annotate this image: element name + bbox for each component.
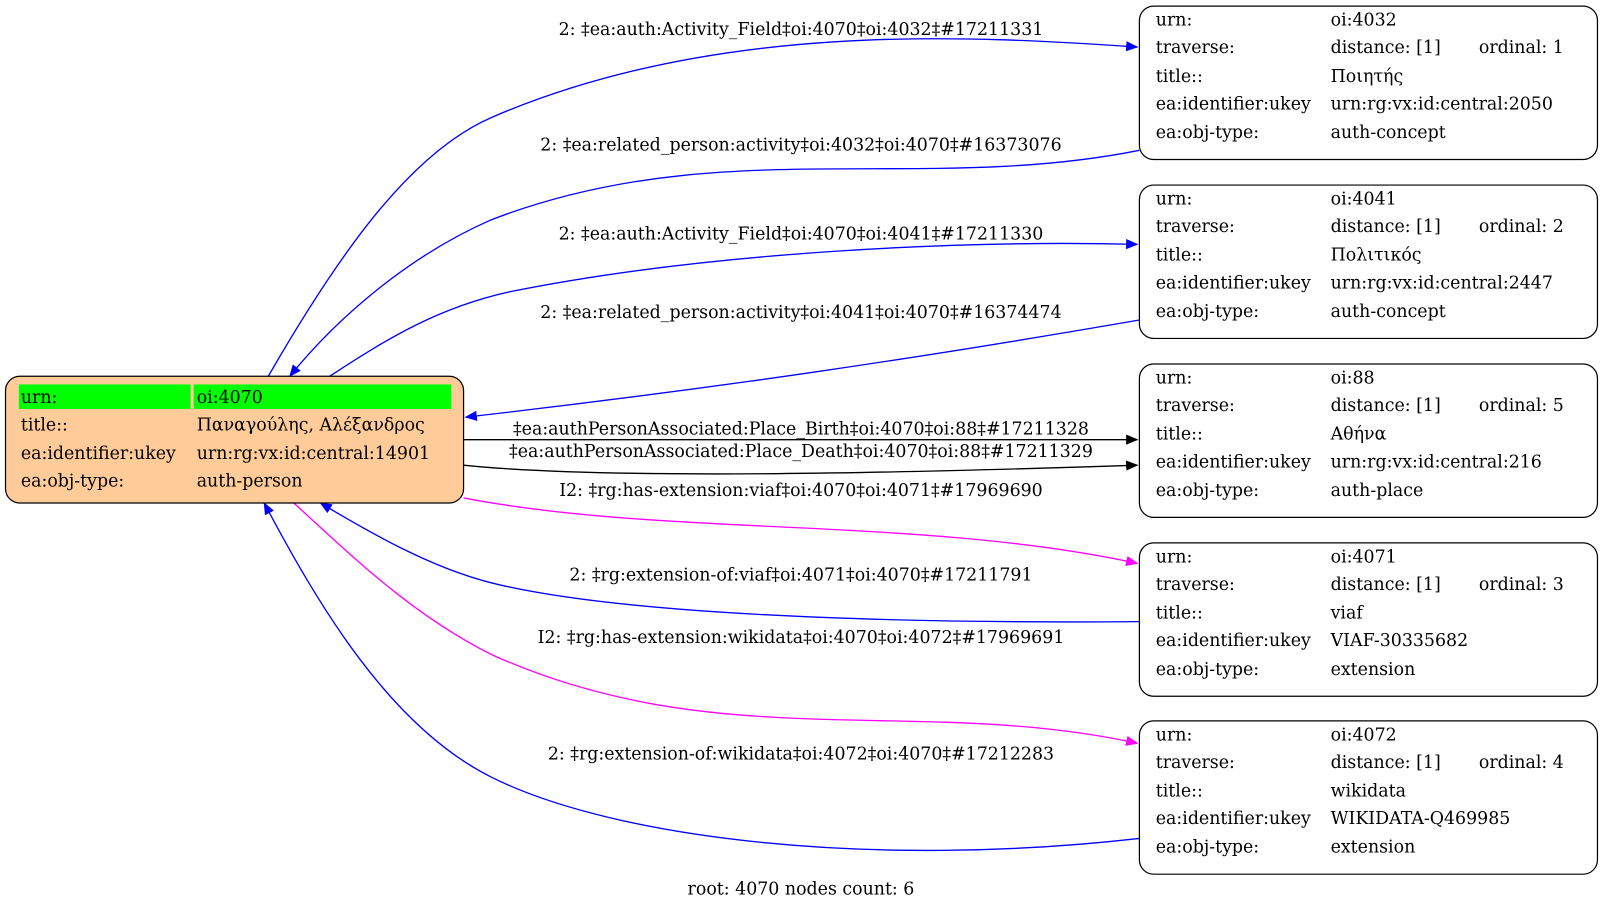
edge-label: 2: ‡rg:extension-of:wikidata‡oi:4072‡oi:… (548, 745, 1054, 765)
node-type-label: ea:obj-type: (1156, 660, 1259, 680)
node-type-value: extension (1331, 838, 1416, 858)
root-urn-label: urn: (21, 388, 58, 408)
node-traverse-label: traverse: (1156, 396, 1235, 416)
node-type-value: auth-place (1331, 481, 1424, 501)
root-type-label: ea:obj-type: (21, 472, 124, 492)
node-ukey-label: ea:identifier:ukey (1156, 452, 1311, 472)
node-ukey-value: urn:rg:vx:id:central:216 (1331, 452, 1542, 472)
node-ordinal-value: ordinal: 4 (1479, 753, 1564, 773)
node-ukey-value: WIKIDATA-Q469985 (1331, 809, 1511, 829)
node-urn-label: urn: (1156, 368, 1193, 388)
root-title-label: title:: (21, 415, 68, 435)
node-traverse-value: distance: [1] (1331, 217, 1441, 237)
node-urn-label: urn: (1156, 189, 1193, 209)
edge-label: I2: ‡rg:has-extension:wikidata‡oi:4070‡o… (538, 628, 1065, 648)
node-ordinal-value: ordinal: 2 (1479, 217, 1564, 237)
edge-5[interactable] (463, 460, 1139, 475)
node-type-value: extension (1331, 660, 1416, 680)
node-traverse-value: distance: [1] (1331, 753, 1441, 773)
edge-label: ‡ea:authPersonAssociated:Place_Death‡oi:… (509, 442, 1093, 462)
node-type-label: ea:obj-type: (1156, 481, 1259, 501)
edge-label: 2: ‡rg:extension-of:viaf‡oi:4071‡oi:4070… (569, 566, 1032, 586)
node-type-label: ea:obj-type: (1156, 838, 1259, 858)
node-urn-value: oi:4072 (1331, 725, 1397, 745)
node-title-value: viaf (1330, 604, 1365, 624)
edge-label: 2: ‡ea:related_person:activity‡oi:4032‡o… (540, 135, 1061, 155)
node-traverse-label: traverse: (1156, 217, 1235, 237)
node-urn-label: urn: (1156, 547, 1193, 567)
edge-7[interactable] (319, 502, 1140, 623)
edge-3[interactable] (464, 319, 1140, 421)
node-ukey-label: ea:identifier:ukey (1156, 809, 1311, 829)
node-ukey-label: ea:identifier:ukey (1156, 631, 1311, 651)
node-title-label: title:: (1156, 67, 1203, 87)
node-traverse-label: traverse: (1156, 575, 1235, 595)
node-traverse-label: traverse: (1156, 753, 1235, 773)
root-title-value: Παναγούλης, Αλέξανδρος (197, 415, 425, 435)
root-ukey-value: urn:rg:vx:id:central:14901 (197, 444, 430, 464)
node-ukey-value: VIAF-30335682 (1330, 631, 1469, 651)
node-urn-value: oi:4032 (1331, 11, 1397, 31)
node-urn-value: oi:88 (1331, 368, 1375, 388)
node-traverse-value: distance: [1] (1331, 396, 1441, 416)
node-traverse-value: distance: [1] (1331, 575, 1441, 595)
footer-status: root: 4070 nodes count: 6 (688, 880, 915, 900)
node-type-value: auth-concept (1331, 302, 1446, 322)
node-urn-value: oi:4041 (1331, 189, 1397, 209)
node-type-label: ea:obj-type: (1156, 123, 1259, 143)
node-traverse-label: traverse: (1156, 38, 1235, 58)
node-type-value: auth-concept (1331, 123, 1446, 143)
root-node[interactable]: urn: oi:4070 title:: Παναγούλης, Αλέξανδ… (4, 375, 465, 504)
edge-1[interactable] (289, 149, 1140, 378)
edge-8[interactable] (293, 502, 1139, 746)
edge-label: I2: ‡rg:has-extension:viaf‡oi:4070‡oi:40… (559, 481, 1043, 501)
node-type-label: ea:obj-type: (1156, 302, 1259, 322)
root-urn-value: oi:4070 (197, 388, 263, 408)
node-title-value: Πολιτικός (1331, 246, 1422, 266)
edge-label: 2: ‡ea:related_person:activity‡oi:4041‡o… (540, 303, 1061, 323)
edge-label: 2: ‡ea:auth:Activity_Field‡oi:4070‡oi:40… (559, 20, 1044, 40)
node-ukey-value: urn:rg:vx:id:central:2447 (1331, 273, 1553, 293)
node-urn-label: urn: (1156, 725, 1193, 745)
edge-2[interactable] (329, 238, 1139, 377)
node-title-value: Ποιητής (1331, 67, 1404, 87)
node-ukey-label: ea:identifier:ukey (1156, 273, 1311, 293)
edge-0[interactable] (267, 38, 1139, 377)
root-ukey-label: ea:identifier:ukey (21, 444, 176, 464)
edge-label: 2: ‡ea:auth:Activity_Field‡oi:4070‡oi:40… (559, 224, 1044, 244)
node-ordinal-value: ordinal: 1 (1479, 38, 1564, 58)
node-title-value: wikidata (1331, 781, 1406, 801)
node-title-label: title:: (1156, 604, 1203, 624)
node-title-value: Αθήνα (1330, 425, 1387, 445)
node-title-label: title:: (1156, 425, 1203, 445)
node-ordinal-value: ordinal: 5 (1479, 396, 1564, 416)
node-urn-label: urn: (1156, 11, 1193, 31)
node-ordinal-value: ordinal: 3 (1479, 575, 1564, 595)
node-title-label: title:: (1156, 246, 1203, 266)
node-traverse-value: distance: [1] (1331, 38, 1441, 58)
node-ukey-label: ea:identifier:ukey (1156, 94, 1311, 114)
edge-6[interactable] (463, 497, 1139, 566)
edge-label: ‡ea:authPersonAssociated:Place_Birth‡oi:… (513, 420, 1089, 440)
node-ukey-value: urn:rg:vx:id:central:2050 (1331, 94, 1553, 114)
node-urn-value: oi:4071 (1331, 547, 1397, 567)
node-title-label: title:: (1156, 781, 1203, 801)
edge-9[interactable] (263, 502, 1140, 852)
root-type-value: auth-person (197, 472, 303, 492)
